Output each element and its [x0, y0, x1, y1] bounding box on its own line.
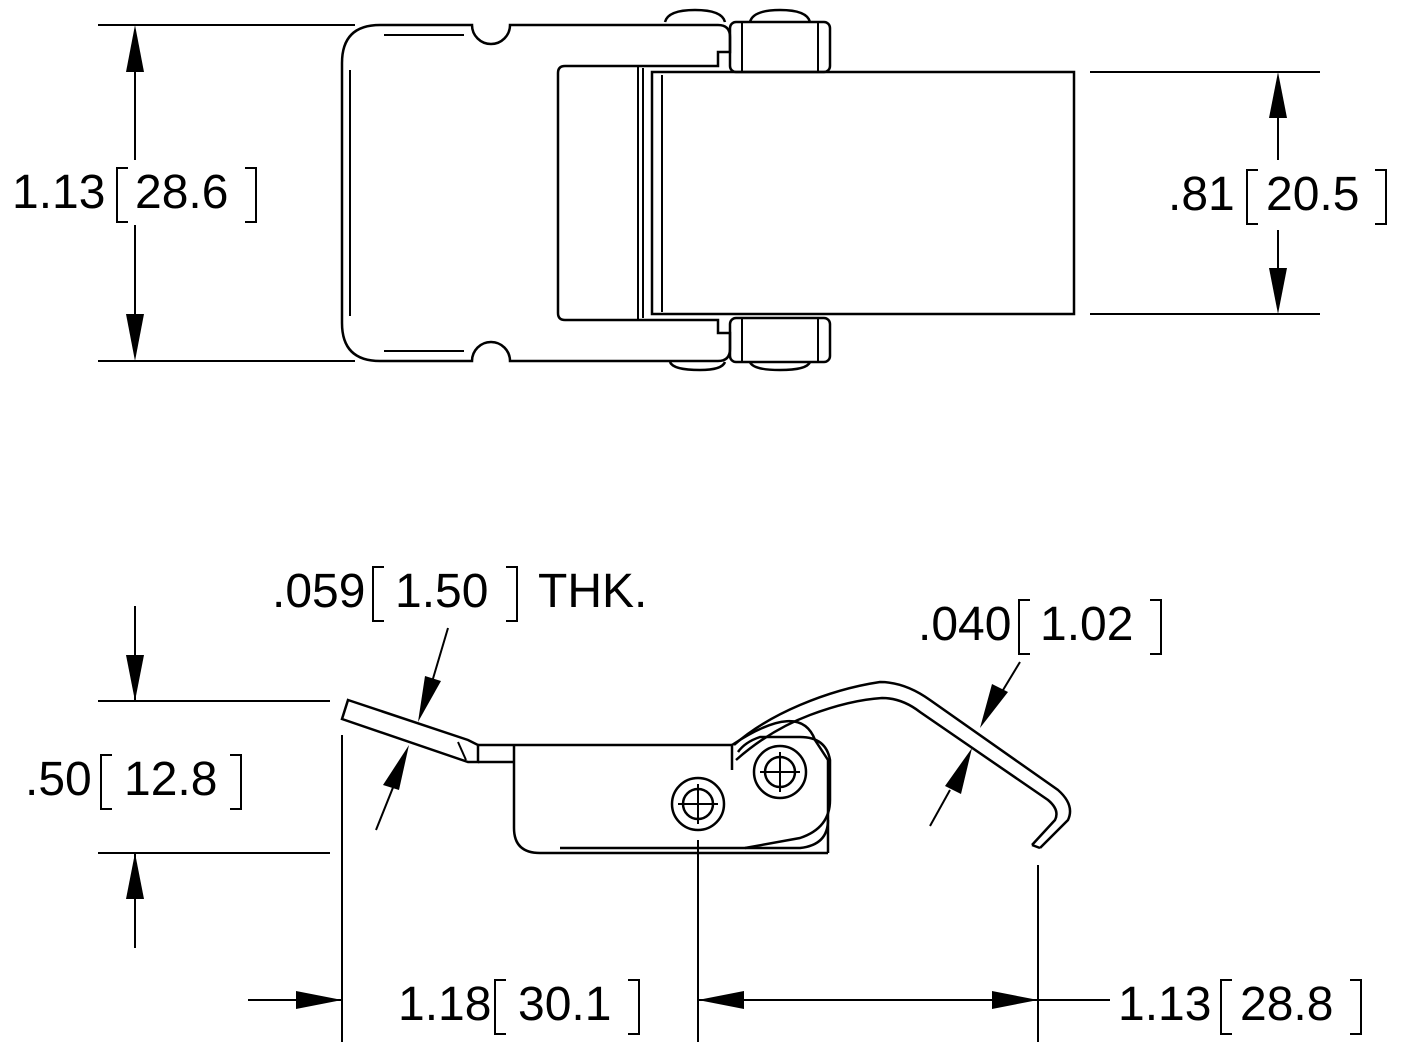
latch-body [512, 719, 832, 855]
length-dimensions: 1.18 30.1 1.13 28.8 [248, 735, 1362, 1042]
top-width-inch: .81 [1168, 168, 1235, 221]
side-height-inch: .50 [25, 753, 92, 806]
top-view: 1.13 28.6 [12, 8, 1387, 372]
top-height-mm: 28.6 [135, 166, 228, 219]
wire-dia-inch: .040 [918, 598, 1011, 651]
left-length-mm: 30.1 [518, 978, 611, 1031]
wire-dia-mm: 1.02 [1040, 598, 1133, 651]
left-length-inch: 1.18 [398, 978, 491, 1031]
wire-hook [733, 680, 1072, 850]
thickness-mm: 1.50 [395, 565, 488, 618]
top-width-mm: 20.5 [1266, 168, 1359, 221]
hinge-rollers [663, 8, 832, 372]
top-height-dimension: 1.13 28.6 [12, 24, 355, 362]
top-width-dimension: .81 20.5 [1090, 71, 1387, 315]
right-length-inch: 1.13 [1118, 978, 1211, 1031]
base-plate [340, 23, 732, 363]
wire-diameter-callout: .040 1.02 [918, 598, 1162, 827]
thickness-inch: .059 [272, 565, 365, 618]
thickness-suffix: THK. [538, 565, 647, 618]
right-length-mm: 28.8 [1240, 978, 1333, 1031]
side-view: .50 12.8 [25, 565, 1362, 1042]
thickness-callout: .059 1.50 THK. [272, 565, 647, 831]
side-height-dimension: .50 12.8 [25, 606, 330, 948]
side-height-mm: 12.8 [124, 753, 217, 806]
lever-tab [340, 698, 514, 764]
catch-plate [650, 70, 1076, 316]
top-height-inch: 1.13 [12, 166, 105, 219]
